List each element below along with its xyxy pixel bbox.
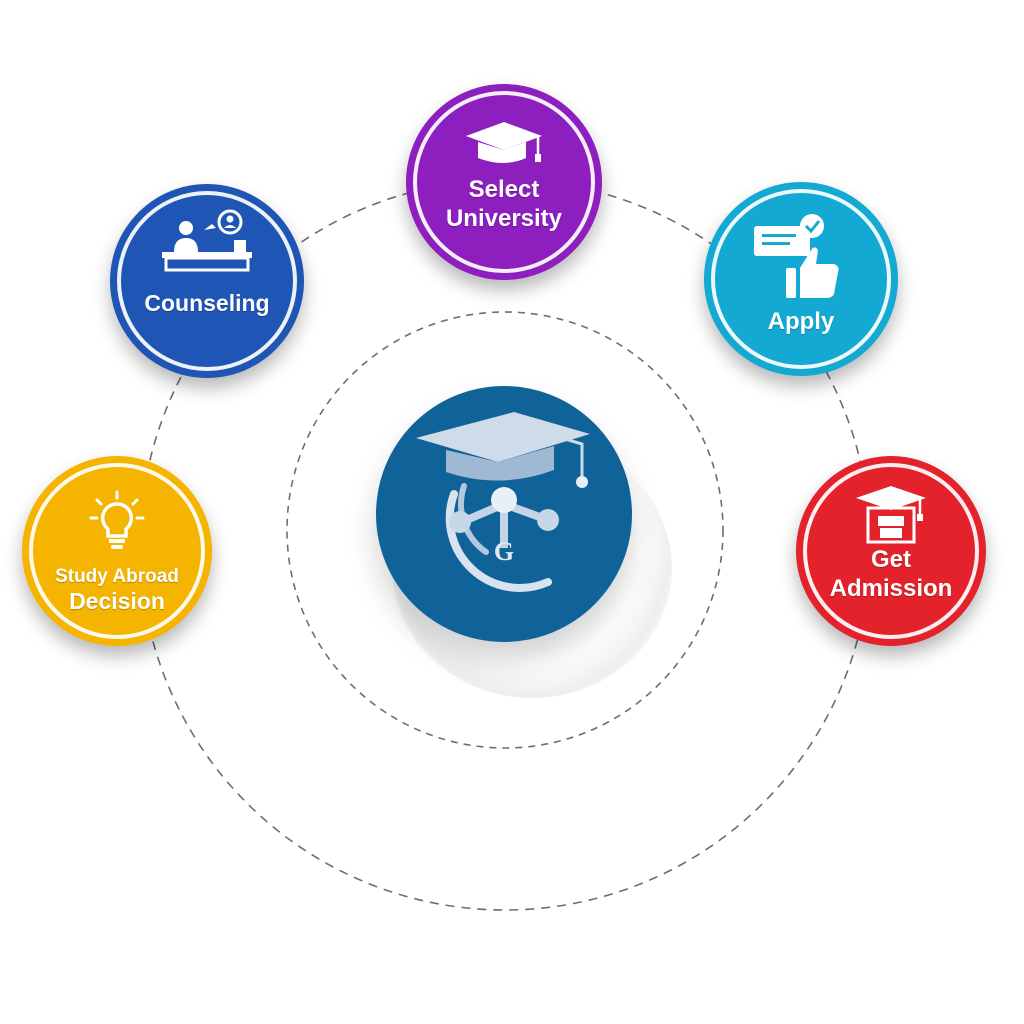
- center-logo: G: [376, 386, 632, 642]
- node-ring: [711, 189, 891, 369]
- step-select-university: Select University: [406, 84, 602, 280]
- node-ring: [803, 463, 979, 639]
- step-label-line1: Study Abroad: [55, 566, 179, 587]
- step-label-line2: University: [445, 205, 563, 232]
- inner-dashed-ring: [286, 311, 724, 749]
- university-cap-icon: [856, 486, 926, 544]
- step-apply: Apply: [704, 182, 898, 376]
- node-ring: [413, 91, 595, 273]
- node-ring: [117, 191, 297, 371]
- thumbs-up-form-icon: [754, 214, 839, 298]
- step-label-line1: Get: [870, 546, 911, 573]
- step-label-line1: Select: [468, 176, 540, 203]
- graduation-cap-icon: [466, 122, 542, 163]
- step-label-line1: Apply: [767, 308, 835, 335]
- education-logo-icon: G: [416, 412, 590, 592]
- step-label-line2: Admission: [829, 575, 953, 602]
- svg-text:G: G: [494, 537, 514, 566]
- step-label-line2: Decision: [69, 588, 165, 614]
- step-get-admission: Get Admission: [796, 456, 986, 646]
- step-counseling: Counseling: [110, 184, 304, 378]
- step-study-abroad-decision: Study Abroad Decision: [22, 456, 212, 646]
- step-label-line1: Counseling: [144, 290, 270, 316]
- node-ring: [29, 463, 205, 639]
- counselor-desk-icon: [162, 209, 252, 272]
- lightbulb-icon: [89, 490, 145, 549]
